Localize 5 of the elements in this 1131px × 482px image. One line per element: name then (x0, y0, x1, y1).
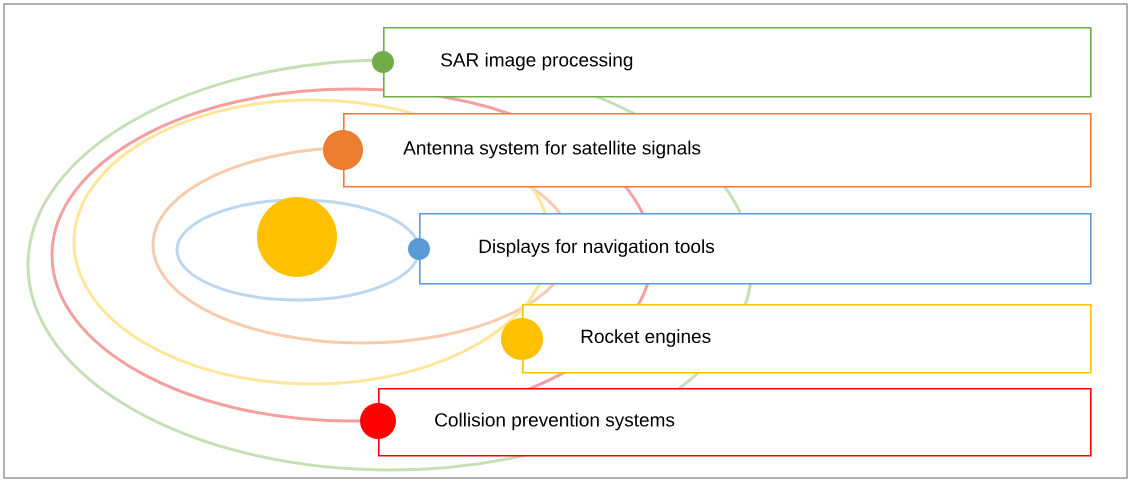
label-box: Antenna system for satellite signals (343, 113, 1092, 188)
label-box: Collision prevention systems (378, 388, 1092, 457)
label-box: Rocket engines (522, 304, 1092, 374)
label-box: SAR image processing (383, 27, 1092, 98)
label-box: Displays for navigation tools (419, 213, 1092, 285)
